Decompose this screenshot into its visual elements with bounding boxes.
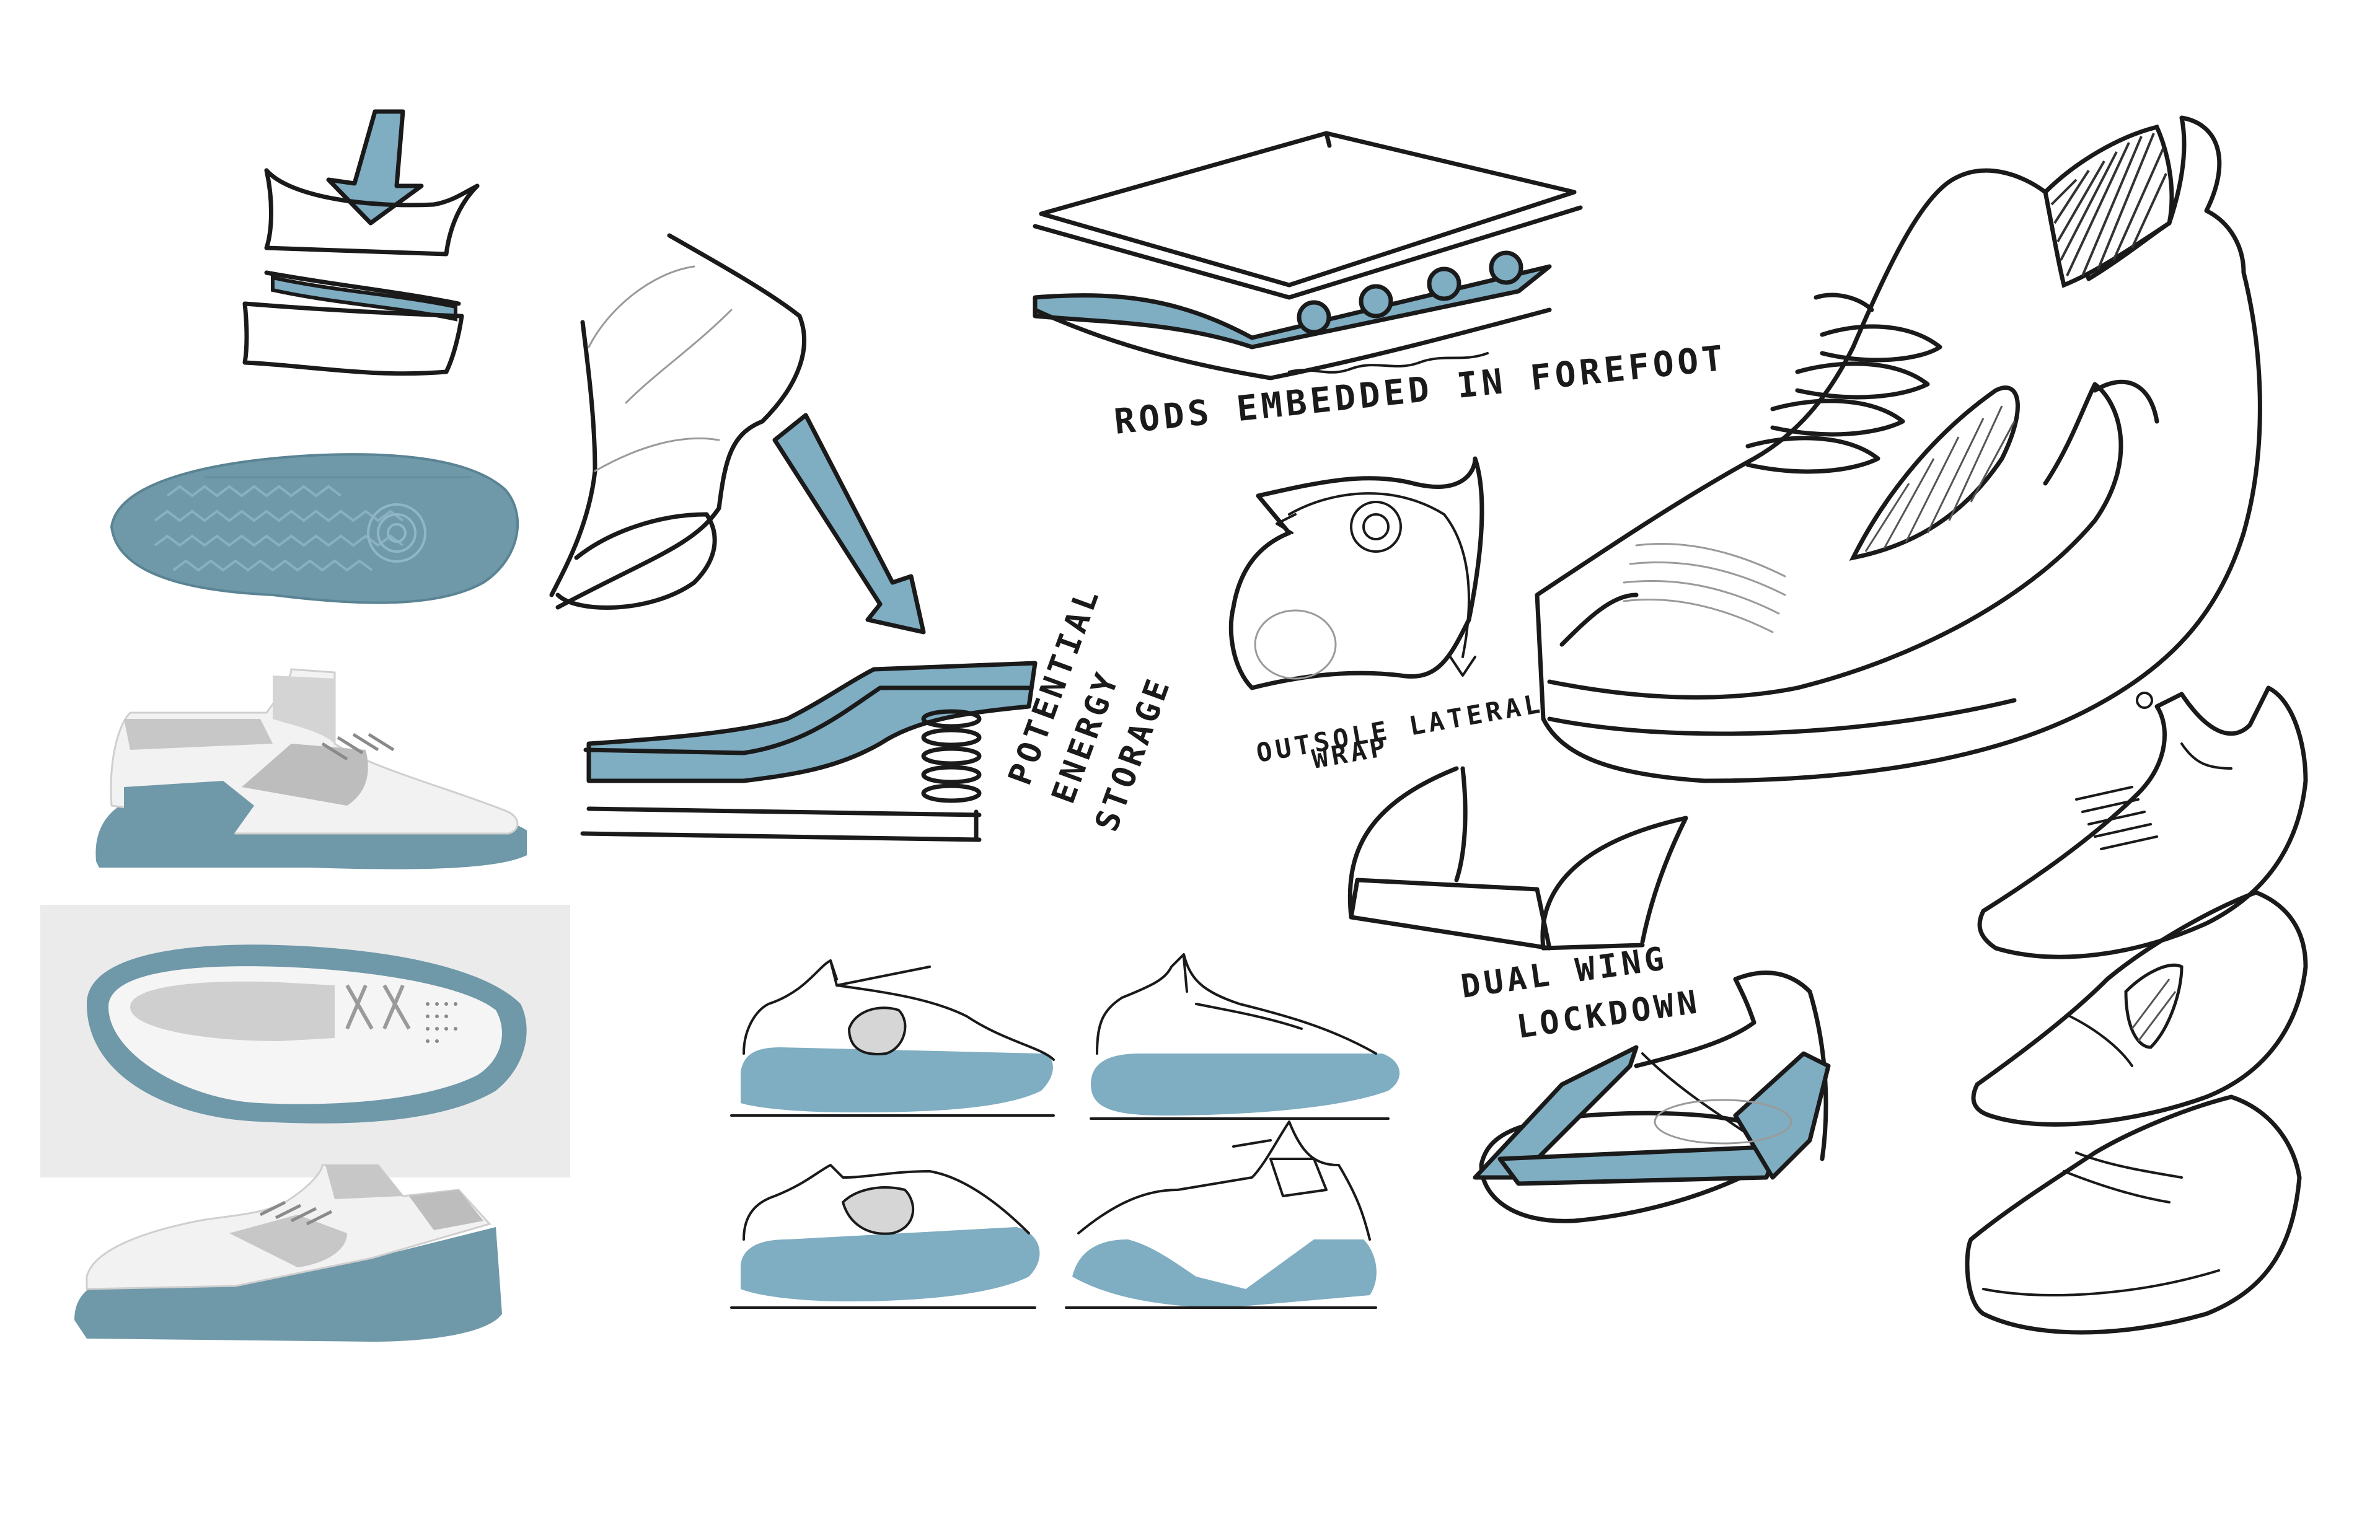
rods-layer-sketch: RODS EMBEDDED IN FOREFOOT	[1033, 131, 1729, 442]
diagonal-arrow-icon	[772, 413, 926, 635]
side-render-shoe-1	[95, 668, 527, 869]
large-shoe-sketch	[1535, 115, 2262, 783]
cushion-stack-sketch	[242, 109, 480, 376]
small-shoe-sketch-3	[730, 1164, 1040, 1309]
dual-wing-shoe-sketch	[1473, 970, 1831, 1223]
stacked-shoe-sketch-2	[1971, 890, 2308, 1127]
spring-icon	[921, 709, 982, 803]
laces-icon	[1745, 293, 1942, 474]
outsole-wrap-sketch: OUTSOLE LATERAL WRAP	[1228, 456, 1546, 775]
outsole-label-line1: OUTSOLE LATERAL	[1254, 688, 1546, 768]
laces-icon	[2075, 786, 2158, 850]
foot-strike-sketch	[549, 233, 806, 610]
stacked-shoe-sketch-3	[1965, 1094, 2302, 1335]
rods-icon	[1297, 250, 1523, 335]
outsole-render	[110, 453, 519, 604]
small-shoe-sketch-1	[730, 959, 1055, 1117]
dual-wing-bracket-sketch: DUAL WING LOCKDOWN	[1347, 766, 1703, 1046]
curved-arrow-icon	[1276, 513, 1297, 534]
rods-label: RODS EMBEDDED IN FOREFOOT	[1113, 338, 1729, 442]
top-view-render	[40, 905, 570, 1177]
small-shoe-sketch-4	[1065, 1120, 1377, 1309]
small-shoe-sketch-2	[1090, 953, 1400, 1120]
stacked-shoe-sketch-1	[1977, 685, 2308, 959]
side-render-shoe-2	[74, 1164, 502, 1342]
